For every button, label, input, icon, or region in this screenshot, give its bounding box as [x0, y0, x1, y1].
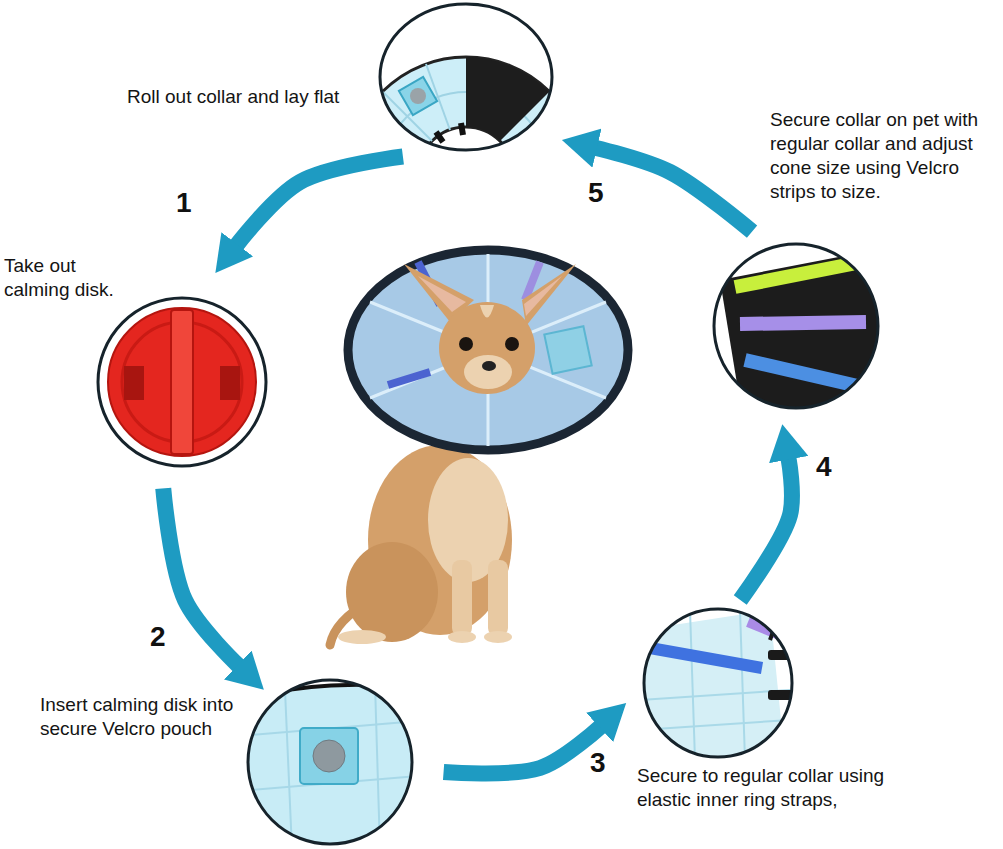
- dog-in-cone-picture: [439, 302, 535, 394]
- dog-in-cone-picture: [488, 560, 508, 636]
- step-instruction: Roll out collar and lay flat: [127, 85, 352, 109]
- circle-outline: [380, 4, 552, 150]
- circle-outline: [246, 678, 414, 846]
- velcro-strip-picture: [714, 244, 885, 420]
- dog-in-cone-picture: [464, 355, 512, 389]
- dog-in-cone-picture: [388, 372, 430, 385]
- strap-picture: [640, 690, 790, 700]
- step-number: 4: [816, 452, 832, 483]
- circle-outline: [96, 296, 268, 468]
- velcro-strip-picture: [745, 360, 862, 387]
- dog-in-cone-picture: [484, 631, 512, 643]
- dog-in-cone-picture: [448, 631, 476, 643]
- step-number-box: 5: [588, 178, 604, 209]
- step-number: 2: [150, 622, 166, 653]
- velcro-pouch-picture: [300, 728, 358, 784]
- calming-disk-picture: [108, 308, 256, 456]
- step-arrow: [740, 458, 792, 600]
- flat-collar-picture: [461, 123, 463, 135]
- step-number-box: 1: [176, 188, 192, 219]
- velcro-pouch-picture: [375, 684, 380, 849]
- step-instruction: Secure to regular collar using elastic i…: [637, 764, 887, 812]
- calming-disk-picture: [98, 298, 266, 466]
- dog-in-cone-picture: [522, 264, 576, 326]
- circle-outline: [644, 609, 792, 757]
- step-number-box: 4: [816, 452, 832, 483]
- velcro-pouch-picture: [285, 690, 292, 849]
- step-number: 1: [176, 188, 192, 219]
- dog-in-cone-picture: [452, 560, 472, 636]
- velcro-pouch-picture: [313, 740, 345, 772]
- dog-in-cone-picture: [459, 337, 473, 351]
- dog-in-cone-picture: [480, 305, 494, 318]
- strap-picture: [640, 720, 790, 730]
- step-circle: Secure to regular collar using elastic i…: [642, 607, 794, 759]
- velcro-pouch-picture: [236, 685, 430, 700]
- flat-collar-picture: [466, 57, 549, 141]
- circle-outline: [714, 244, 878, 408]
- step-number-box: 3: [590, 748, 606, 779]
- step-arrow: [595, 148, 752, 232]
- flat-collar-picture: [348, 4, 584, 175]
- step-number-box: 2: [150, 622, 166, 653]
- dog-in-cone-picture: [338, 630, 386, 644]
- flat-collar-picture: [436, 132, 443, 142]
- step-arrow: [236, 156, 403, 245]
- step-circle: Take out calming disk.: [96, 296, 268, 468]
- flat-collar-picture: [410, 88, 426, 104]
- strap-picture: [740, 610, 745, 760]
- dog-in-cone-picture: [544, 326, 591, 373]
- step-number: 3: [590, 748, 606, 779]
- dog-in-cone-picture: [524, 276, 562, 316]
- step-circle: Secure collar on pet with regular collar…: [712, 242, 880, 410]
- circle-outline: [248, 680, 412, 844]
- circle-outline: [642, 607, 794, 759]
- velcro-pouch-picture: [236, 680, 430, 849]
- dog-in-cone-picture: [348, 250, 628, 450]
- calming-disk-picture: [98, 298, 266, 466]
- velcro-pouch-picture: [236, 684, 430, 849]
- dog-in-cone-picture: [346, 542, 438, 642]
- flat-collar-picture: [512, 140, 579, 161]
- step-arrow: [163, 488, 239, 666]
- strap-picture: [650, 648, 762, 668]
- velcro-strip-picture: [740, 322, 866, 324]
- flat-collar-picture: [419, 153, 430, 158]
- step-instruction: Secure collar on pet with regular collar…: [770, 108, 998, 205]
- step-arrow: [444, 726, 602, 773]
- dog-in-cone-picture: [330, 250, 628, 645]
- dog-in-cone-picture: [482, 361, 496, 371]
- velcro-strip-picture: [735, 262, 862, 287]
- circle-outline: [98, 298, 266, 466]
- step-circle: Insert calming disk into secure Velcro p…: [246, 678, 414, 846]
- strap-picture: [640, 610, 800, 760]
- step-instruction: Take out calming disk.: [4, 254, 129, 302]
- flat-collar-picture: [399, 77, 437, 115]
- step-instruction: Insert calming disk into secure Velcro p…: [40, 693, 240, 741]
- circle-outline: [712, 242, 880, 410]
- step-circle: Roll out collar and lay flat: [378, 2, 554, 152]
- calming-disk-picture: [124, 366, 144, 400]
- calming-disk-picture: [220, 366, 240, 400]
- strap-picture: [690, 610, 695, 760]
- flat-collar-picture: [508, 116, 568, 151]
- dog-in-cone-picture: [418, 276, 466, 312]
- dog-in-cone-picture: [505, 337, 519, 351]
- strap-picture: [640, 609, 800, 760]
- circle-outline: [378, 2, 554, 152]
- calming-disk-picture: [171, 310, 193, 454]
- step-number: 5: [588, 178, 604, 209]
- strap-picture: [768, 690, 800, 700]
